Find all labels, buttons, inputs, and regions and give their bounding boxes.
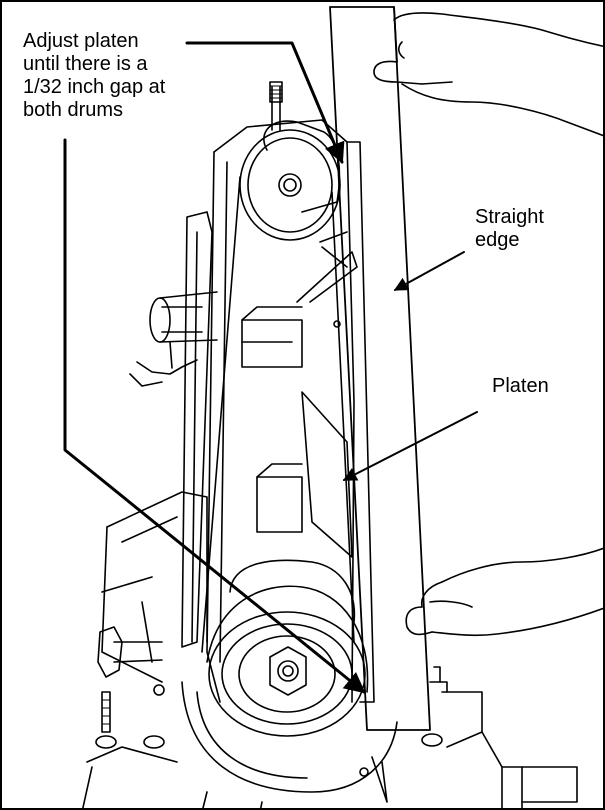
adjust-leader-top: [185, 41, 345, 164]
straight-edge-label: Straight edge: [475, 206, 544, 251]
pointer-arrows: [342, 251, 478, 481]
lower-hand: [405, 547, 603, 637]
platen-bracket: [241, 246, 358, 558]
leader-lines: [63, 41, 366, 694]
adjust-annotation-rest: until there is a 1/32 inch gap at both d…: [23, 53, 166, 121]
machine-base: [82, 491, 578, 808]
upper-hand: [373, 12, 603, 137]
adjust-leader-bottom: [63, 138, 366, 694]
adjust-annotation-line1: Adjust platen: [23, 30, 139, 52]
adjust-platen-annotation: Adjust platen until there is a 1/32 inch…: [23, 30, 223, 122]
tracking-knob: [129, 291, 218, 387]
platen-arrow: [342, 411, 478, 481]
straight-edge-arrow: [393, 251, 465, 291]
platen-label: Platen: [492, 375, 549, 397]
top-drum: [239, 81, 341, 241]
straight-edge: [329, 6, 431, 731]
